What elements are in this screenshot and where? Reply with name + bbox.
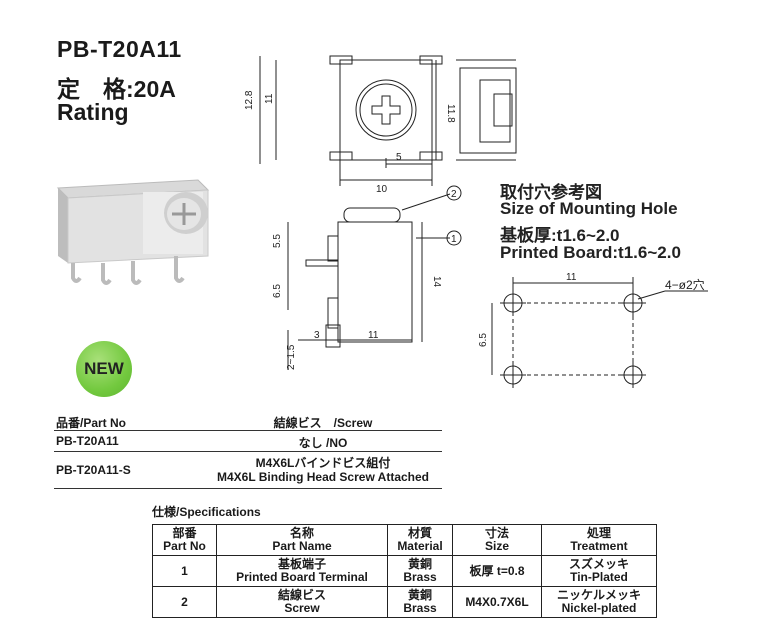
dim-5: 5	[396, 152, 402, 163]
dim-14: 14	[431, 276, 442, 288]
new-badge: NEW	[76, 341, 132, 397]
callout-1: 1	[451, 234, 457, 245]
mounting-title-cn: 取付穴参考図	[500, 183, 602, 202]
dim-11: 11	[264, 93, 275, 104]
dim-11-side: 11	[368, 330, 379, 341]
dim-10: 10	[376, 184, 388, 195]
hole-dim-6-5: 6.5	[478, 333, 489, 347]
dim-6-5: 6.5	[272, 284, 283, 298]
dim-2-1-5: 2~1.5	[286, 344, 297, 370]
rating-label-en: Rating	[57, 99, 129, 125]
spec-no-cell: 2	[152, 586, 217, 618]
rating-label-cn: 定 格:20A	[57, 76, 176, 102]
spec-size-cell: 板厚 t=0.8	[452, 555, 542, 587]
part-title: PB-T20A11	[57, 36, 182, 62]
mounting-title-en: Size of Mounting Hole	[500, 199, 678, 218]
technical-drawing: 12.8 11 11.8 5 10 1 2 5.5 6.5 14 2~1.5 3…	[244, 55, 517, 370]
board-thickness-en: Printed Board:t1.6~2.0	[500, 243, 681, 262]
product-photo	[56, 179, 210, 285]
part-number-table: 品番/Part No 結線ビス /Screw PB-T20A11 なし /NO …	[54, 412, 442, 489]
table-row: PB-T20A11 なし /NO	[54, 431, 442, 452]
screw-cell: なし /NO	[298, 436, 348, 450]
screw-cell-line2: M4X6L Binding Head Screw Attached	[216, 470, 430, 484]
hole-spec-label: 4−ø2穴	[665, 277, 705, 292]
callout-2: 2	[451, 189, 457, 200]
part-no-cell: PB-T20A11	[56, 434, 119, 448]
hole-dim-11: 11	[566, 272, 577, 283]
part-table-header: 品番/Part No 結線ビス /Screw	[54, 412, 442, 431]
mounting-hole-diagram: 11 6.5 4−ø2穴	[478, 272, 708, 388]
spec-no-cell: 1	[152, 555, 217, 587]
screw-cell-line1: M4X6Lバインドビス組付	[255, 456, 391, 470]
part-no-cell: PB-T20A11-S	[56, 463, 131, 477]
header-screw: 結線ビス /Screw	[273, 416, 373, 430]
dim-11-8: 11.8	[445, 104, 456, 123]
spec-title: 仕様/Specifications	[152, 505, 261, 519]
header-part-no: 品番/Part No	[56, 416, 127, 430]
spec-size-cell: M4X0.7X6L	[452, 586, 542, 618]
dim-12-8: 12.8	[244, 90, 255, 110]
dim-3: 3	[314, 330, 320, 341]
board-thickness-cn: 基板厚:t1.6~2.0	[500, 226, 620, 245]
table-row: PB-T20A11-S M4X6Lバインドビス組付 M4X6L Binding …	[54, 452, 442, 489]
dim-5-5: 5.5	[272, 234, 283, 248]
